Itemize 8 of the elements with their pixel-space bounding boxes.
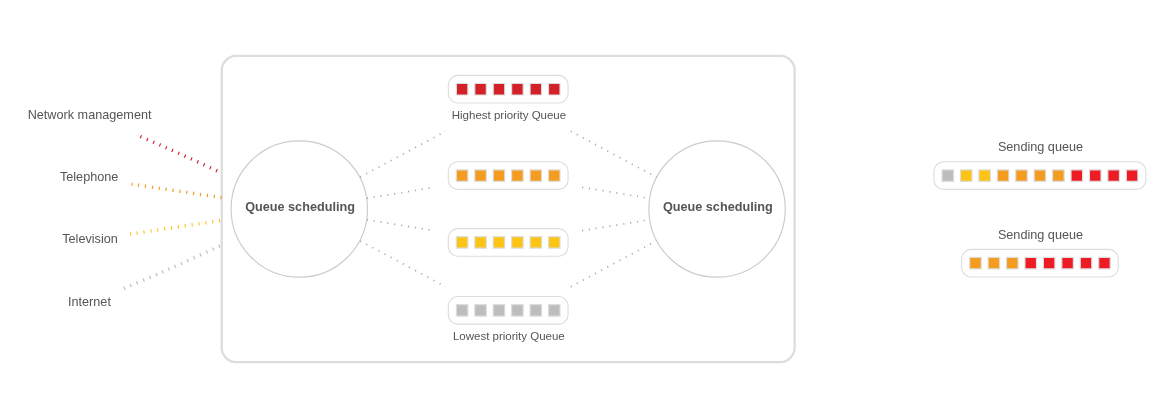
node-text: Internet: [67, 294, 111, 309]
node-label: Lowest priority Queue: [452, 329, 565, 342]
node-text: Network management: [27, 107, 152, 122]
node-label: Highest priority Queue: [451, 108, 567, 121]
node-text: Television: [62, 231, 118, 246]
node-label: Sending queue: [997, 227, 1084, 242]
node-text: Telephone: [59, 169, 119, 184]
node-label: Sending queue: [997, 139, 1084, 154]
